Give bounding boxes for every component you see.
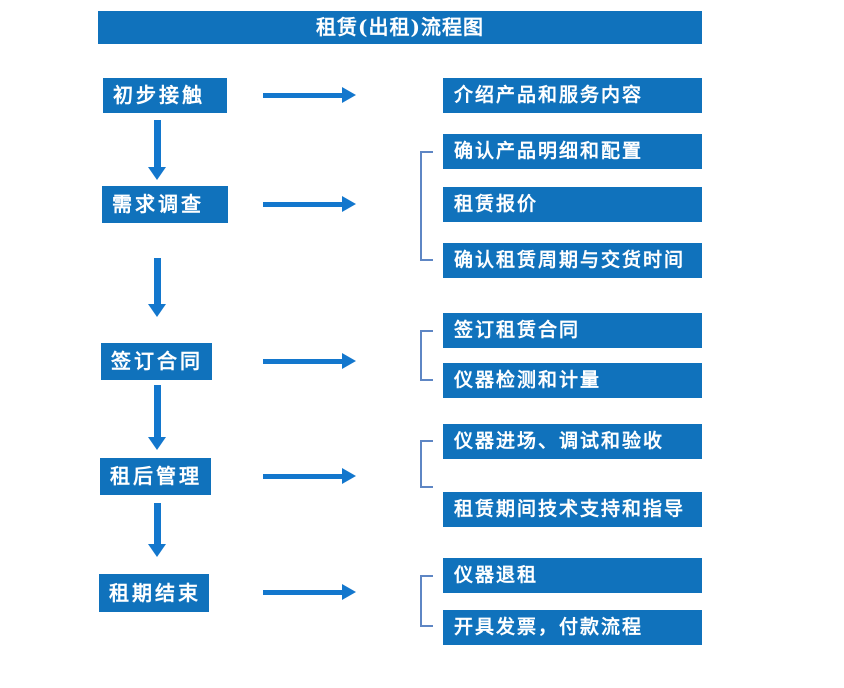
detail-confirm-rental-period-delivery: 确认租赁周期与交货时间: [443, 243, 702, 278]
right-arrow-2: [263, 196, 356, 213]
right-arrow-3: [263, 353, 356, 370]
down-arrow-1: [148, 120, 167, 180]
step-initial-contact: 初步接触: [103, 78, 227, 113]
down-arrow-2: [148, 258, 167, 317]
right-arrow-5: [263, 584, 356, 601]
detail-introduce-products-services: 介绍产品和服务内容: [443, 78, 702, 113]
bracket-contract-group: [420, 330, 433, 381]
detail-invoice-payment-process: 开具发票，付款流程: [443, 610, 702, 645]
right-arrow-1: [263, 87, 356, 104]
step-lease-end: 租期结束: [99, 574, 209, 612]
detail-rental-tech-support-guidance: 租赁期间技术支持和指导: [443, 492, 702, 527]
detail-confirm-product-details-config: 确认产品明细和配置: [443, 134, 702, 169]
detail-rental-quotation: 租赁报价: [443, 187, 702, 222]
bracket-post-rental-group: [420, 440, 433, 488]
down-arrow-3: [148, 385, 167, 450]
bracket-lease-end-group: [420, 575, 433, 627]
flowchart-title: 租赁(出租)流程图: [98, 11, 702, 44]
down-arrow-4: [148, 503, 167, 557]
step-post-rental-management: 租后管理: [100, 458, 211, 495]
detail-instrument-arrival-debug-acceptance: 仪器进场、调试和验收: [443, 424, 702, 459]
detail-sign-rental-contract: 签订租赁合同: [443, 313, 702, 348]
step-demand-survey: 需求调查: [102, 186, 228, 223]
detail-instrument-testing-calibration: 仪器检测和计量: [443, 363, 702, 398]
step-contract-signing: 签订合同: [101, 343, 212, 380]
bracket-demand-survey-group: [420, 151, 433, 261]
detail-instrument-return: 仪器退租: [443, 558, 702, 593]
right-arrow-4: [263, 468, 356, 485]
